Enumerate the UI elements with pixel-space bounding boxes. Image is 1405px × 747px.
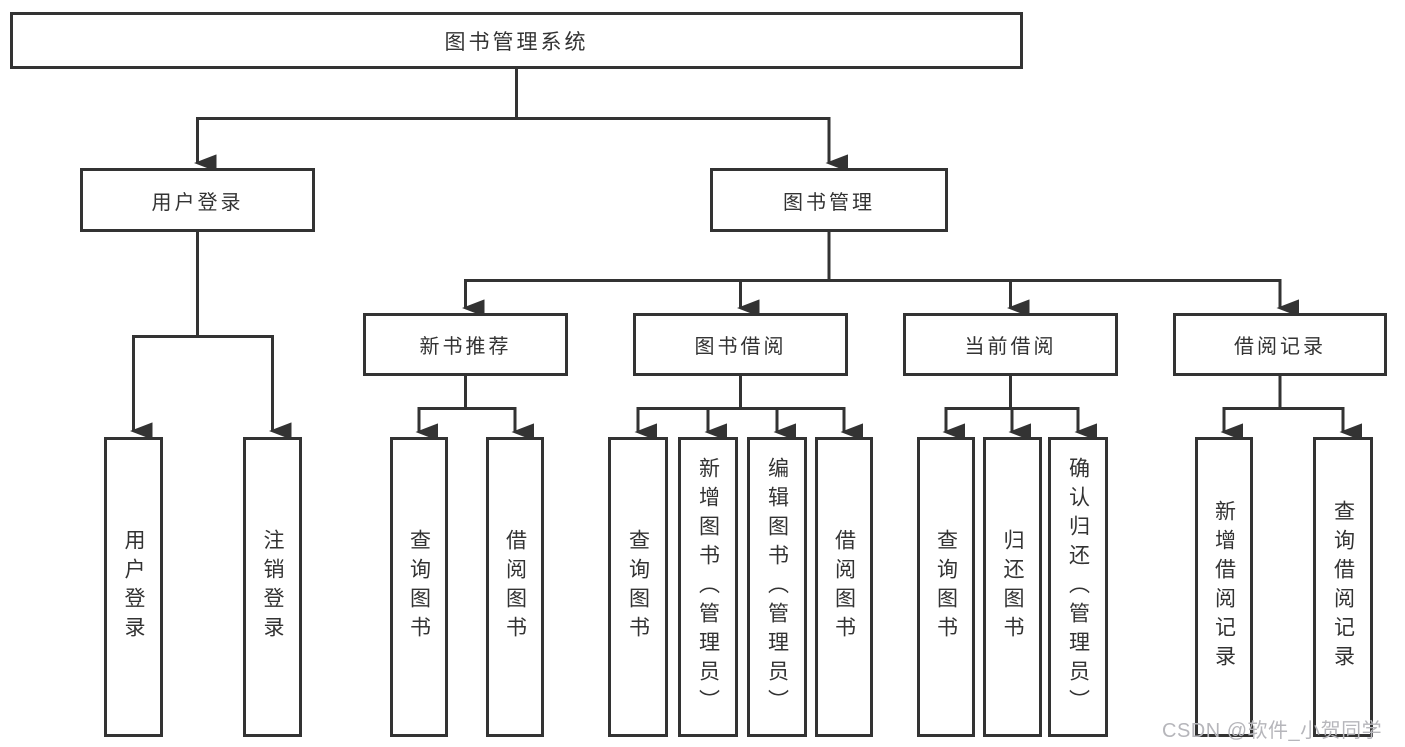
node-label: 查询图书	[626, 529, 650, 645]
connector-arrows	[130, 117, 1363, 441]
node-leaf-add-borrow-record: 新增借阅记录	[1195, 437, 1253, 737]
node-leaf-query-borrow-record: 查询借阅记录	[1313, 437, 1373, 737]
node-label: 确认归还（管理员）	[1066, 456, 1090, 718]
node-label: 借阅图书	[832, 529, 856, 645]
node-label: 查询借阅记录	[1331, 500, 1355, 674]
node-label: 图书管理系统	[444, 30, 589, 54]
node-label: 用户登录	[151, 191, 244, 214]
node-leaf-logout: 注销登录	[243, 437, 302, 737]
node-book-management: 图书管理	[710, 168, 948, 232]
node-label: 新增借阅记录	[1212, 500, 1236, 674]
node-label: 新增图书（管理员）	[696, 456, 720, 718]
node-leaf-query-books-2: 查询图书	[608, 437, 668, 737]
node-label: 用户登录	[122, 529, 145, 645]
node-leaf-borrow-books-1: 借阅图书	[486, 437, 544, 737]
node-label: 新书推荐	[419, 336, 512, 358]
node-label: 图书借阅	[694, 336, 787, 358]
node-label: 当前借阅	[964, 336, 1057, 358]
node-leaf-return-books: 归还图书	[983, 437, 1042, 737]
node-label: 借阅图书	[503, 529, 527, 645]
node-label: 查询图书	[934, 529, 958, 645]
node-new-book-recommendation: 新书推荐	[363, 313, 568, 376]
node-leaf-query-books-3: 查询图书	[917, 437, 975, 737]
node-leaf-confirm-return-admin: 确认归还（管理员）	[1048, 437, 1108, 737]
node-borrowing-records: 借阅记录	[1173, 313, 1387, 376]
node-leaf-user-login: 用户登录	[104, 437, 163, 737]
node-label: 查询图书	[407, 529, 431, 645]
node-leaf-add-books-admin: 新增图书（管理员）	[678, 437, 738, 737]
csdn-watermark: CSDN @软件_小贺同学	[1162, 720, 1383, 742]
node-label: 归还图书	[1001, 529, 1024, 645]
node-current-borrowing: 当前借阅	[903, 313, 1118, 376]
node-library-system: 图书管理系统	[10, 12, 1023, 69]
node-leaf-borrow-books-2: 借阅图书	[815, 437, 873, 737]
node-label: 图书管理	[783, 191, 875, 214]
node-label: 注销登录	[261, 529, 284, 645]
node-leaf-query-books-1: 查询图书	[390, 437, 448, 737]
connector-trunks	[133, 68, 1343, 410]
node-book-borrowing: 图书借阅	[633, 313, 848, 376]
node-leaf-edit-books-admin: 编辑图书（管理员）	[747, 437, 807, 737]
node-user-login: 用户登录	[80, 168, 315, 232]
node-label: 编辑图书（管理员）	[765, 456, 789, 718]
node-label: 借阅记录	[1234, 336, 1326, 358]
